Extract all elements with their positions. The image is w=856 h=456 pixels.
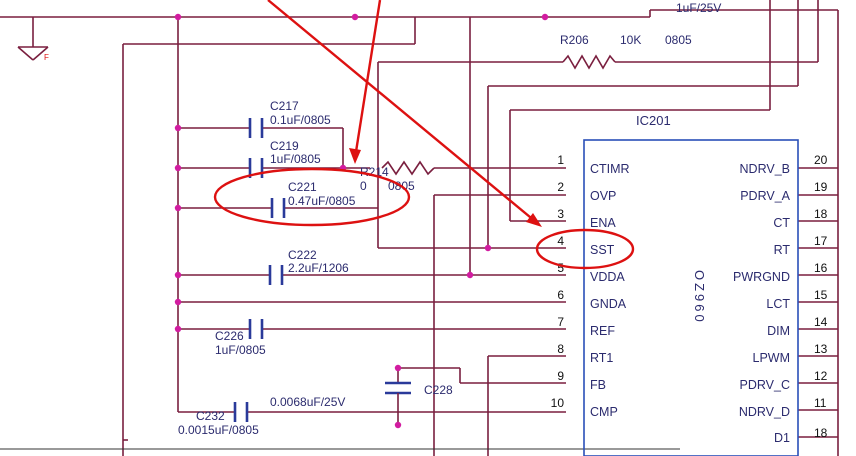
c219-ref: C219 — [270, 139, 299, 153]
pin-name: PDRV_A — [740, 189, 790, 203]
ic201-body — [583, 139, 799, 456]
c226-value: 1uF/0805 — [215, 343, 266, 357]
c221-ref: C221 — [288, 180, 317, 194]
c217-value: 0.1uF/0805 — [270, 113, 331, 127]
pin-number: 2 — [557, 180, 564, 194]
annotation-ellipse-sst — [535, 228, 635, 270]
r206-resistor: R206 10K 0805 — [560, 33, 692, 70]
pin-number: 18 — [814, 207, 828, 221]
c219-value: 1uF/0805 — [270, 152, 321, 166]
r214-value: 0 — [360, 179, 367, 193]
pin-number: 18 — [814, 426, 828, 440]
pin-name: ENA — [590, 216, 616, 230]
r206-ref: R206 — [560, 33, 589, 47]
pin-name: OVP — [590, 189, 616, 203]
pin-name: SST — [590, 243, 615, 257]
c221-value: 0.47uF/0805 — [288, 194, 356, 208]
ic-right-pins: 20 NDRV_B 19 PDRV_A 18 CT 17 RT 16 PWRGN… — [733, 153, 828, 445]
ic201-ref: IC201 — [636, 113, 671, 128]
pin-name: LCT — [766, 297, 790, 311]
c232-capacitor — [233, 402, 249, 422]
pin-name: RT1 — [590, 351, 613, 365]
pin-number: 8 — [557, 342, 564, 356]
annotation-markup — [213, 0, 635, 270]
c226-ref: C226 — [215, 329, 244, 343]
c228-capacitor — [385, 381, 411, 395]
ground-label: F — [44, 53, 49, 62]
pin-number: 7 — [557, 315, 564, 329]
c222-capacitor — [268, 265, 284, 285]
c222-value: 2.2uF/1206 — [288, 261, 349, 275]
r206-value: 10K — [620, 33, 641, 47]
annotation-arrowheads — [349, 148, 542, 227]
pin-name: FB — [590, 378, 606, 392]
pin-number: 20 — [814, 153, 828, 167]
r206-package: 0805 — [665, 33, 692, 47]
pin-name: DIM — [767, 324, 790, 338]
top-partial-label: 1uF/25V — [676, 1, 721, 15]
c228-ref: C228 — [424, 383, 453, 397]
pin-number: 14 — [814, 315, 828, 329]
r214-resistor: R214 0 0805 — [360, 160, 435, 193]
pin-name: NDRV_B — [740, 162, 790, 176]
pin-number: 10 — [551, 396, 565, 410]
arrowhead-icon — [526, 213, 542, 227]
pin-number: 5 — [557, 261, 564, 275]
pin-name: NDRV_D — [739, 405, 790, 419]
c217-ref: C217 — [270, 99, 299, 113]
ic-left-pins: 1 CTIMR 2 OVP 3 ENA 4 SST 5 VDDA 6 GNDA … — [551, 153, 630, 419]
pin-number: 6 — [557, 288, 564, 302]
pin-number: 11 — [814, 396, 827, 410]
pin-number: 15 — [814, 288, 828, 302]
c222-ref: C222 — [288, 248, 317, 262]
annotation-arrow-line — [267, 0, 537, 223]
pin-number: 13 — [814, 342, 828, 356]
c232-ref: C232 — [196, 409, 225, 423]
annotation-ellipse-c221 — [213, 167, 411, 227]
pin-name: CMP — [590, 405, 618, 419]
pin-name: CT — [773, 216, 790, 230]
junction-dots — [174, 13, 549, 429]
ic201-part-number: OZ960 — [692, 270, 707, 325]
c226-capacitor — [248, 319, 264, 339]
pin-number: 4 — [557, 234, 564, 248]
pin-number: 12 — [814, 369, 828, 383]
pin-name: LPWM — [753, 351, 791, 365]
pin-number: 17 — [814, 234, 828, 248]
r214-ref: R214 — [360, 165, 389, 179]
pin-number: 16 — [814, 261, 828, 275]
pin-number: 9 — [557, 369, 564, 383]
annotation-arrow-line — [353, 0, 382, 159]
pin-number: 19 — [814, 180, 828, 194]
pin-name: CTIMR — [590, 162, 630, 176]
pin-name: GNDA — [590, 297, 627, 311]
pin-name: VDDA — [590, 270, 625, 284]
pin-name: PDRV_C — [740, 378, 790, 392]
c217-capacitor — [248, 118, 264, 138]
arrowhead-icon — [349, 148, 361, 164]
ground-icon — [17, 46, 49, 61]
pin-name: PWRGND — [733, 270, 790, 284]
c232-value: 0.0015uF/0805 — [178, 423, 259, 437]
pin-number: 3 — [557, 207, 564, 221]
cmp-cap-value: 0.0068uF/25V — [270, 395, 345, 409]
pin-name: REF — [590, 324, 615, 338]
pin-name: RT — [774, 243, 791, 257]
pin-name: D1 — [774, 431, 790, 445]
c221-capacitor — [270, 198, 286, 218]
pin-number: 1 — [557, 153, 564, 167]
